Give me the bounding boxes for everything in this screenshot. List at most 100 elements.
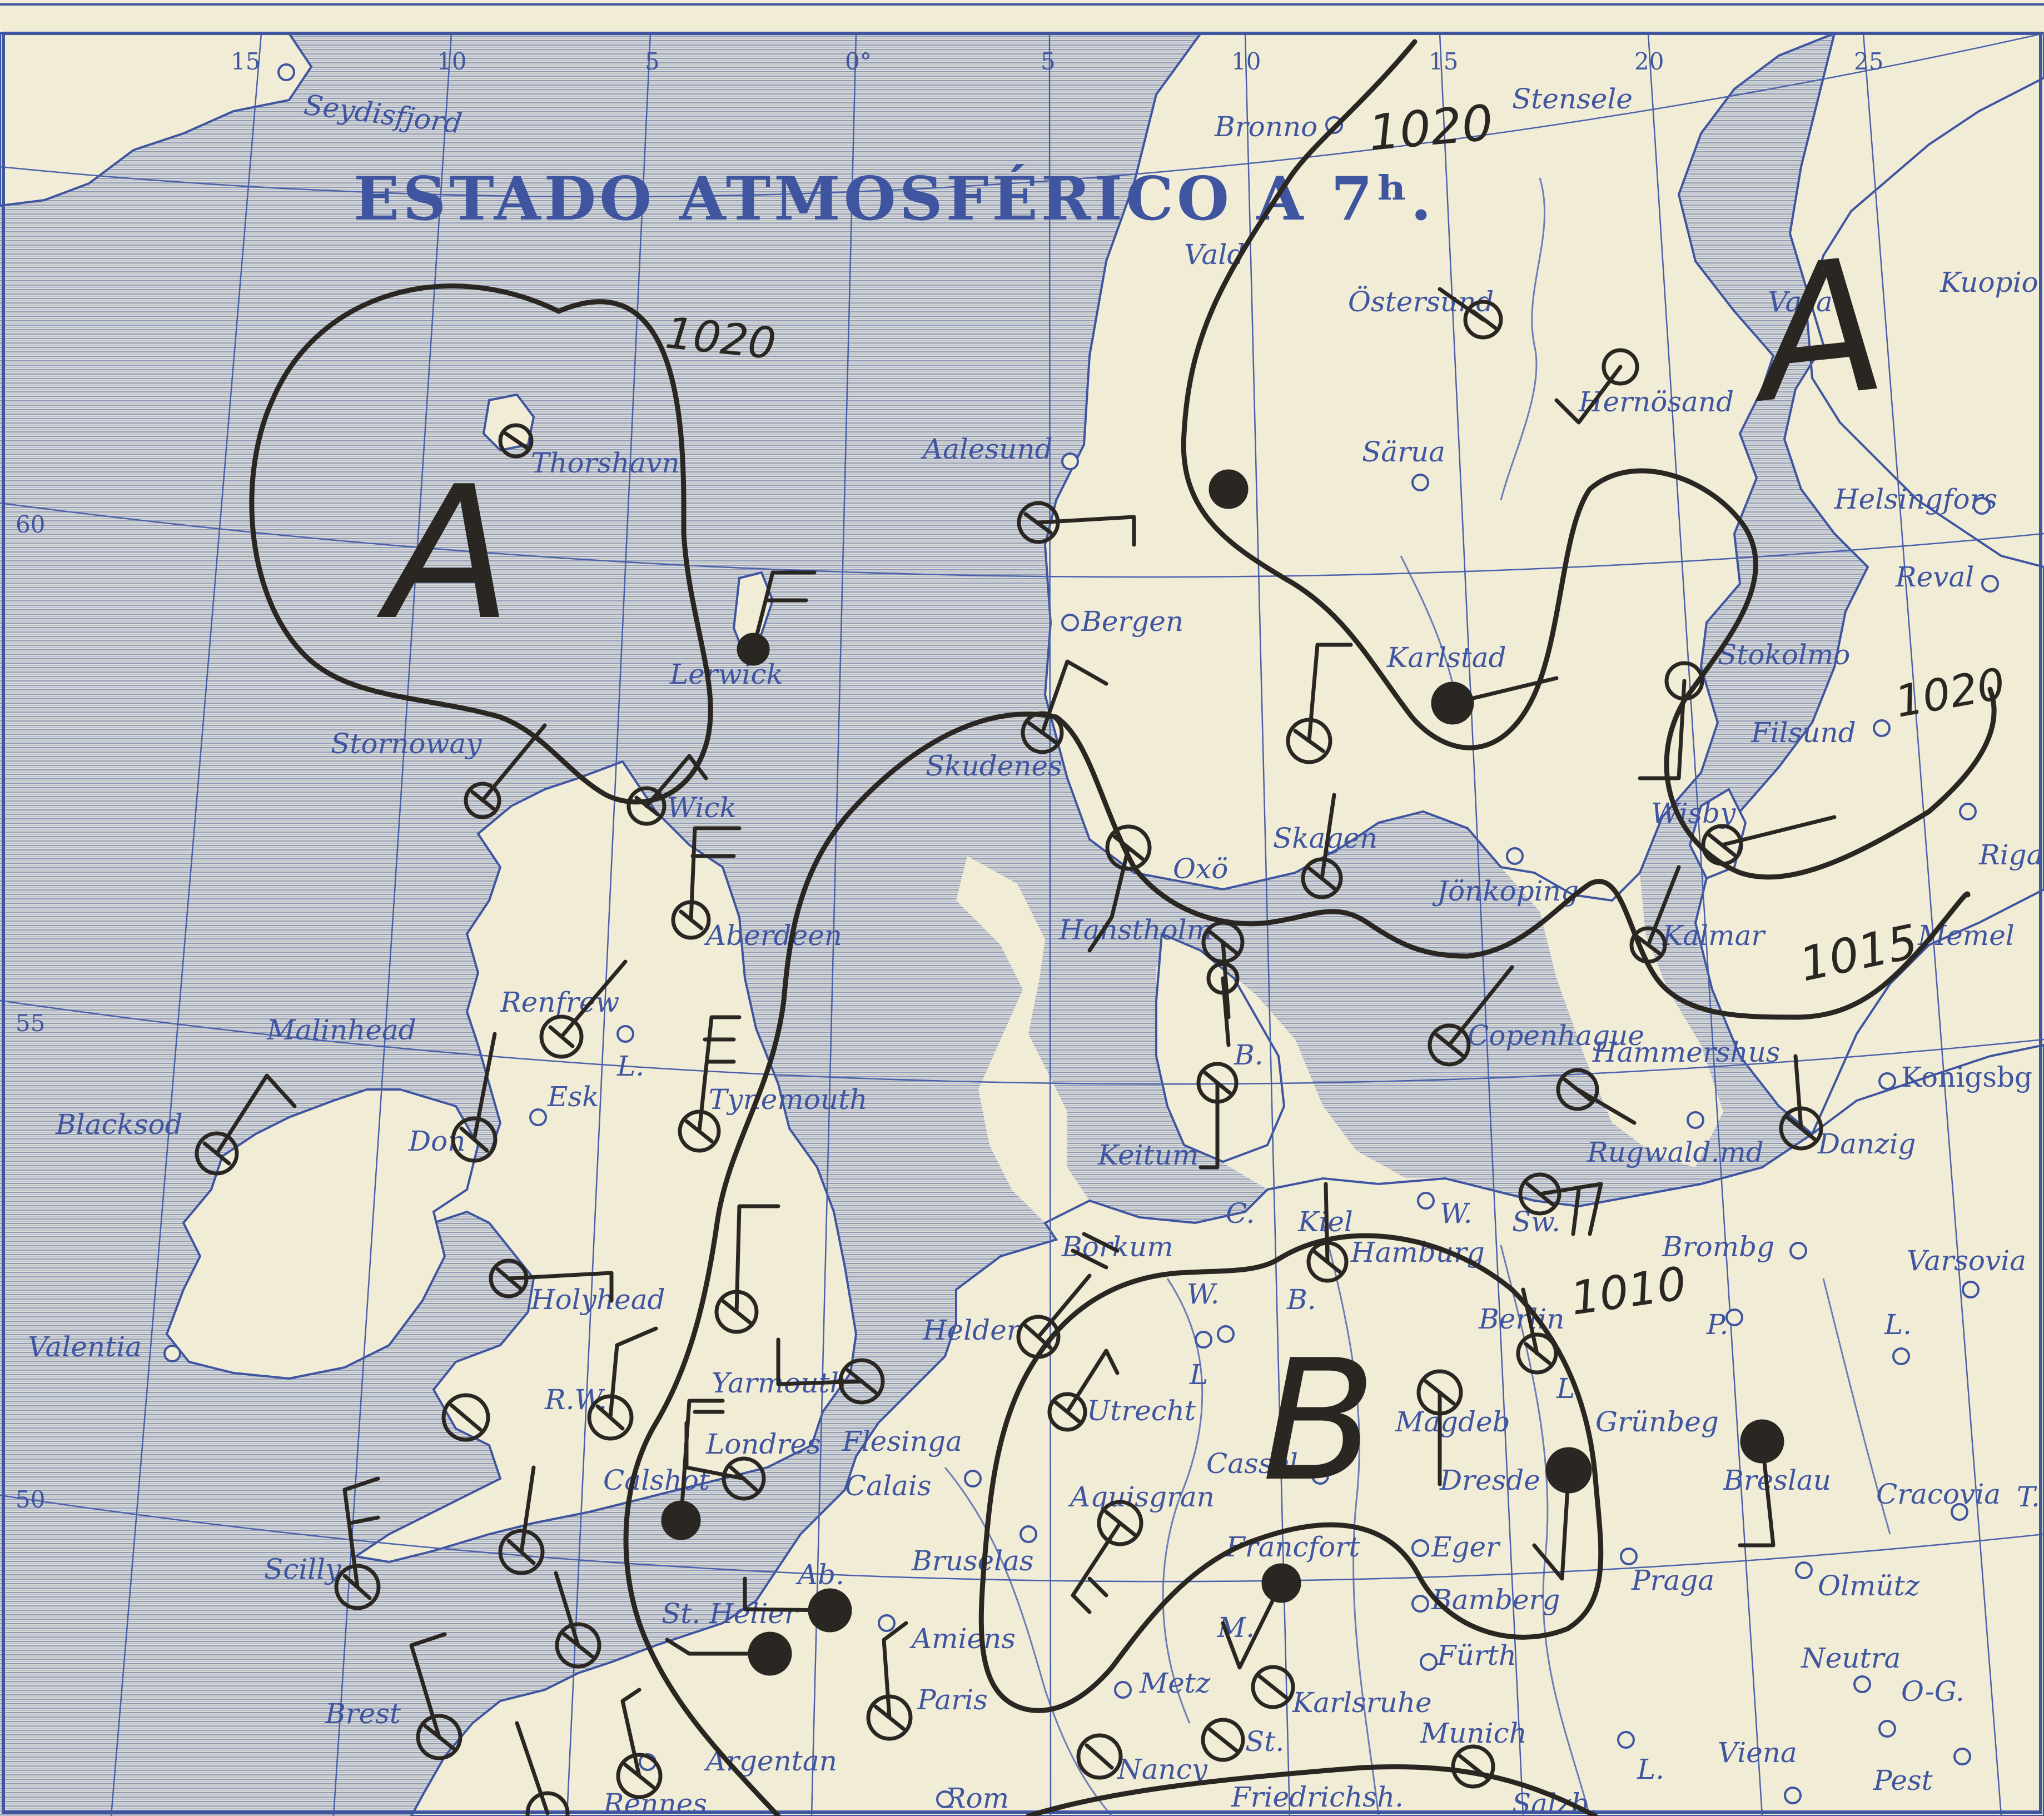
place-label: Cassel [1206, 1447, 1298, 1480]
lon-tick: 15 [1429, 48, 1458, 75]
wind-obs-berlin [1516, 1287, 1558, 1375]
place-label: Amiens [909, 1623, 1016, 1655]
place-label: Fürth [1436, 1639, 1516, 1671]
place-label: Helsingfors [1834, 483, 1997, 515]
lon-tick: 10 [1231, 48, 1261, 75]
wind-obs-munich [1451, 1744, 1495, 1789]
land-ireland [165, 1088, 480, 1380]
land-shetland [732, 571, 774, 659]
wind-obs-wisby [1701, 815, 1837, 866]
place-label: Stornoway [331, 728, 482, 760]
place-label: Vasa [1768, 286, 1833, 318]
place-label: Eger [1431, 1531, 1501, 1563]
place-label: L. [616, 1050, 644, 1082]
place-label: Malinhead [266, 1014, 416, 1046]
wind-obs-holyhead [489, 1258, 614, 1303]
place-label: Viena [1718, 1737, 1797, 1769]
wind-obs-karlsund [1286, 643, 1353, 764]
place-label: Bergen [1081, 605, 1183, 638]
place-label: Blacksod [55, 1108, 183, 1141]
wind-obs-keitum [1196, 1062, 1239, 1170]
longitude-ticks: 15 10 5 0° 5 10 15 20 25 [231, 48, 1883, 75]
place-label: L. [1884, 1308, 1912, 1341]
isobar-low-center [978, 1233, 1604, 1713]
wind-obs-bergen [1021, 659, 1108, 754]
place-label: Skudenes [926, 750, 1062, 782]
land-jutland [1155, 932, 1286, 1163]
pressure-label: 1020 [663, 308, 778, 369]
place-label: C. [1226, 1197, 1255, 1230]
place-label: Olmütz [1818, 1570, 1920, 1602]
wind-obs-cherbourg [554, 1571, 601, 1669]
wind-obs-stockolmo [1638, 661, 1704, 780]
place-label: Scilly [264, 1553, 341, 1585]
wind-obs-b-den [1206, 962, 1240, 1047]
lon-tick: 20 [1634, 48, 1664, 75]
place-label: Stensele [1512, 83, 1633, 115]
place-label: Dresde [1439, 1464, 1540, 1496]
wind-obs-skagen [1301, 793, 1343, 899]
wind-obs-brest [409, 1632, 462, 1760]
map-frame [2, 32, 2042, 1814]
wind-obs-karlsruhe [1251, 1665, 1295, 1709]
wind-obs-hamburg [1306, 1182, 1349, 1283]
wind-obs-wick [626, 754, 708, 826]
wind-obs-danzig [1779, 1054, 1823, 1151]
place-label: Holyhead [530, 1283, 665, 1316]
place-label: Bronno [1214, 111, 1317, 143]
place-label: Lerwick [669, 658, 783, 690]
place-label: Brest [325, 1698, 401, 1730]
place-label: Francfort [1225, 1531, 1360, 1563]
place-label: Valentia [28, 1331, 142, 1363]
place-label: Brombg [1662, 1231, 1774, 1263]
place-label: Paris [917, 1684, 988, 1716]
pressure-label: 1020 [1366, 94, 1495, 162]
wind-obs-hernosand [1554, 348, 1639, 425]
wind-obs-ireland-w [441, 1393, 490, 1442]
land-great-britain [352, 760, 858, 1564]
land-iceland [0, 32, 313, 207]
place-label: Praga [1631, 1564, 1714, 1596]
place-label: Aalesund [921, 433, 1053, 465]
wind-obs-karlstad [1431, 676, 1559, 725]
place-label: Grünbeg [1595, 1406, 1719, 1438]
wind-obs-skudenes [1087, 824, 1152, 953]
place-label: Tynemouth [709, 1083, 867, 1116]
place-label: Aberdeen [704, 919, 842, 952]
wind-obs-ab [743, 1576, 852, 1633]
wind-obs-lerwick [737, 570, 817, 666]
graticule [0, 32, 2044, 1816]
wind-obs-hammershus [1556, 1068, 1637, 1125]
place-label: Esk [547, 1081, 599, 1113]
low-center-label: B [1262, 1324, 1376, 1518]
place-label: T. [2017, 1481, 2040, 1513]
place-label: Berlin [1478, 1303, 1564, 1335]
wind-obs-flesinga [776, 1337, 885, 1405]
place-label: M. [1217, 1611, 1255, 1644]
lon-tick: 15 [231, 48, 260, 75]
place-label: Oxö [1173, 853, 1228, 885]
place-label: Breslau [1723, 1464, 1831, 1496]
place-labels: Seydisfjord Bronno Stensele Vasa Kuopio … [28, 83, 2043, 1816]
lat-tick: 60 [16, 511, 45, 538]
wind-obs-paris [866, 1621, 913, 1741]
place-label: W. [1187, 1278, 1220, 1310]
high-center-label: A [375, 447, 511, 660]
wind-obs-aquisgran [1071, 1500, 1143, 1614]
place-label: Hanstholm [1058, 914, 1213, 946]
place-label: Riga [1978, 839, 2043, 871]
place-label: Kalmar [1662, 919, 1766, 952]
wind-obs-nancy [1076, 1733, 1123, 1780]
place-label: Konigsbg [1901, 1061, 2032, 1093]
isobar-west-trough [1053, 714, 1971, 1020]
wind-obs-st [1201, 1718, 1245, 1762]
place-label: Karlsruhe [1292, 1686, 1432, 1719]
isobar-high-west [249, 283, 713, 805]
wind-obs-helder [1016, 1232, 1120, 1359]
wind-obs-kalmar [1629, 865, 1681, 964]
wind-obs-swinemunde [1518, 1172, 1603, 1236]
place-label: Argentan [704, 1745, 837, 1777]
isobar-south [1026, 1764, 1598, 1816]
place-label: Neutra [1801, 1642, 1901, 1674]
